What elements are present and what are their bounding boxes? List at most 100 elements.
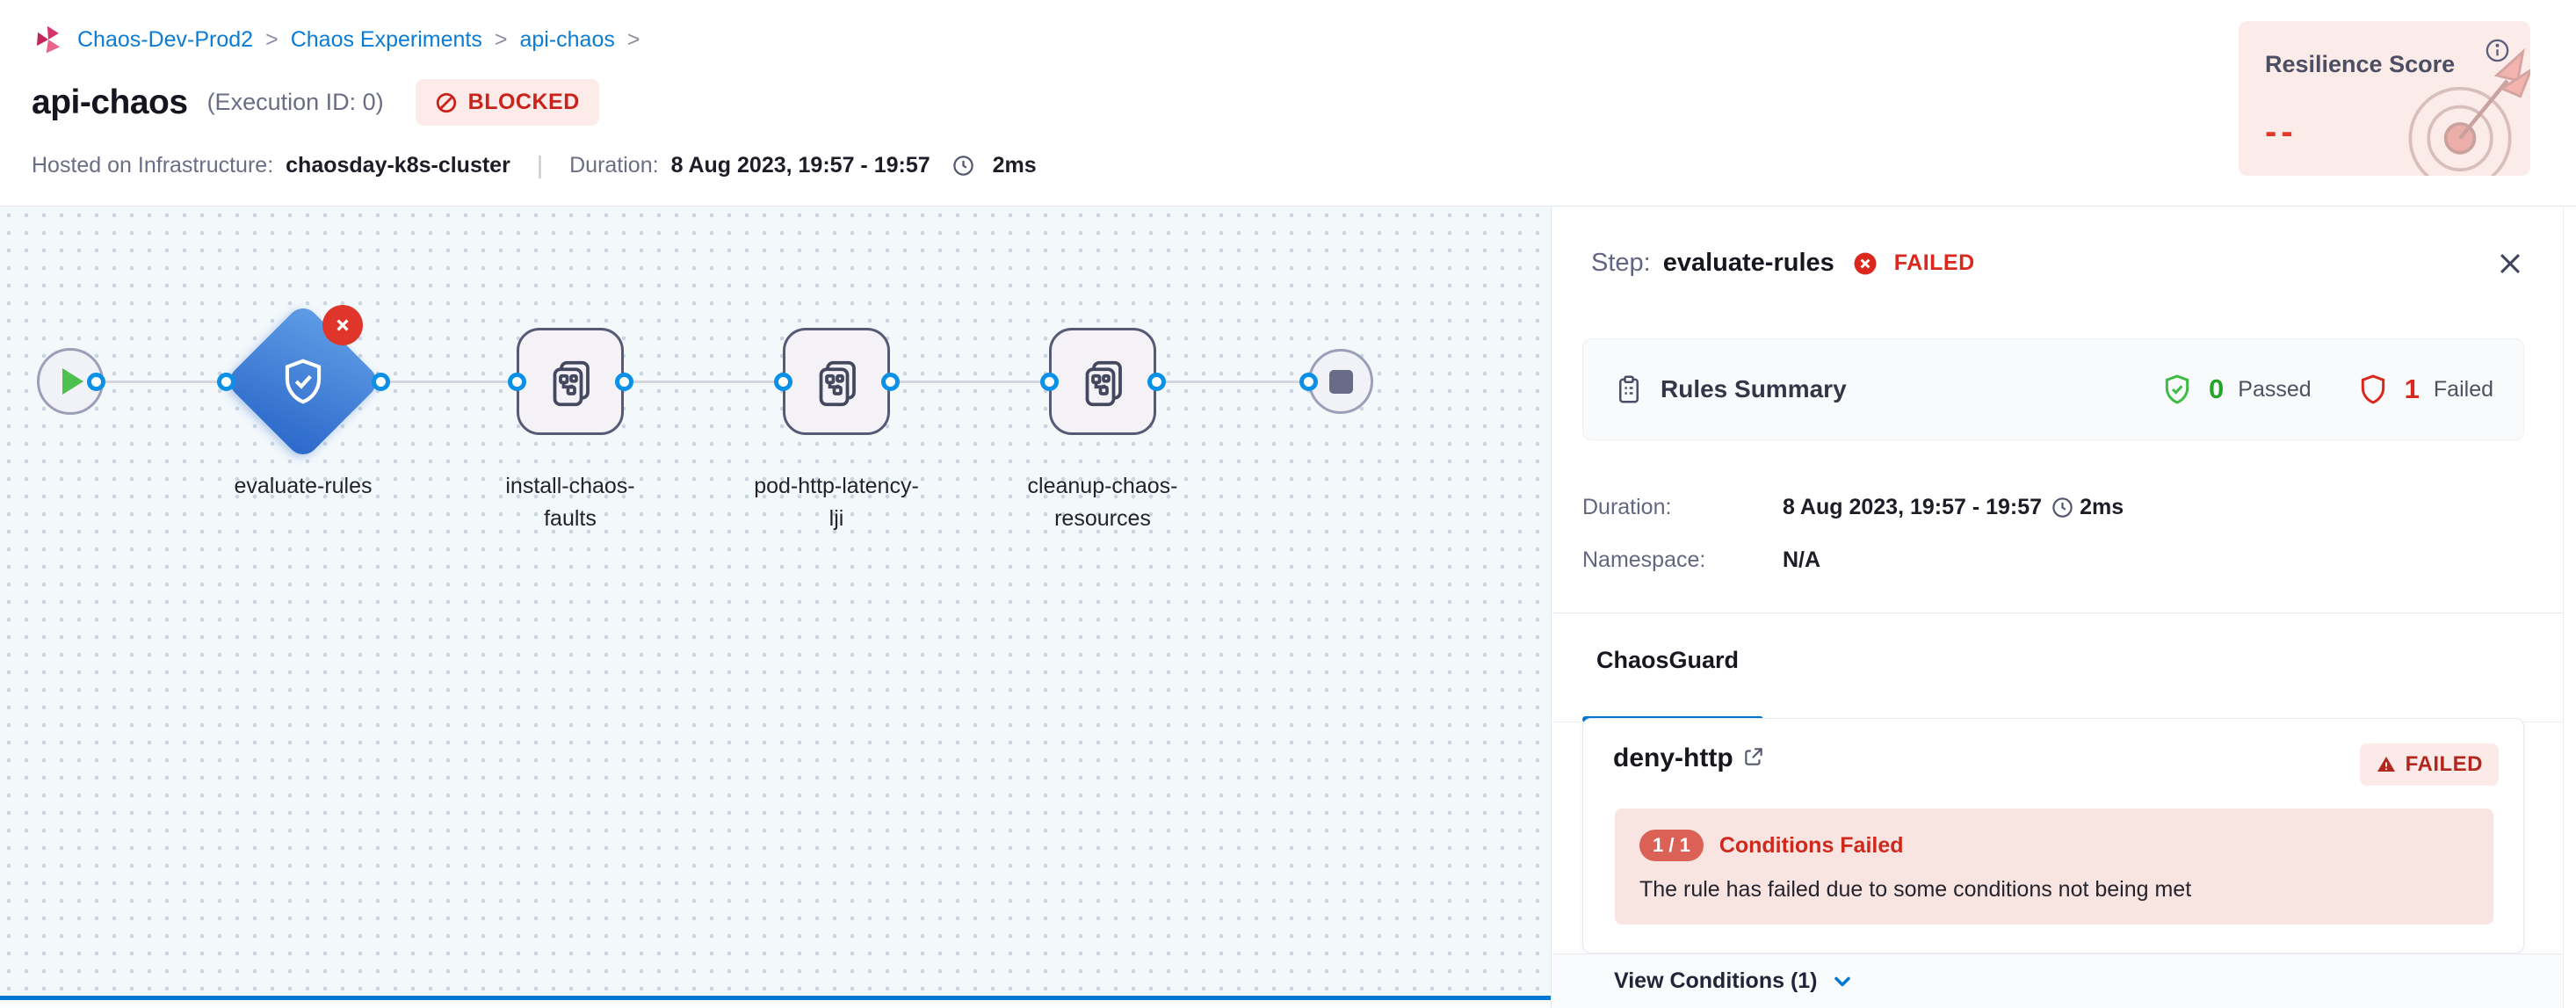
node-label-evaluate-rules: evaluate-rules: [234, 474, 373, 498]
connector-line: [624, 381, 783, 383]
breadcrumb: Chaos-Dev-Prod2 > Chaos Experiments > ap…: [32, 23, 640, 56]
title-row: api-chaos (Execution ID: 0) BLOCKED: [32, 79, 599, 126]
no-entry-icon: [435, 91, 458, 114]
chevron-down-icon: [1830, 969, 1855, 994]
panel-footer: View Conditions (1): [1552, 954, 2576, 1008]
rule-status-text: FAILED: [2405, 752, 2483, 776]
connector-line: [96, 381, 226, 383]
node-label-install-chaos-faults: install-chaos- faults: [505, 474, 635, 531]
duration-value: 8 Aug 2023, 19:57 - 19:57: [670, 152, 930, 178]
node-port: [217, 373, 235, 391]
view-conditions-label: View Conditions (1): [1614, 968, 1818, 993]
node-port: [508, 373, 526, 391]
step-status-text: FAILED: [1893, 250, 1975, 275]
step-name: evaluate-rules: [1662, 249, 1834, 277]
view-conditions-toggle[interactable]: View Conditions (1): [1614, 968, 1855, 994]
node-port: [774, 373, 792, 391]
conditions-alert-title-row: 1 / 1 Conditions Failed: [1639, 830, 2469, 861]
step-label: Step:: [1591, 249, 1651, 277]
steps-icon: [544, 355, 597, 408]
panel-scrollbar-track[interactable]: [2563, 207, 2576, 1008]
failed-status-badge-icon: [322, 305, 363, 345]
duration-elapsed: 2ms: [992, 152, 1037, 178]
node-label-pod-http-latency: pod-http-latency- lji: [754, 474, 919, 531]
target-dart-illustration: [2386, 41, 2530, 176]
clipboard-icon: [1613, 373, 1645, 405]
step-duration-label: Duration:: [1582, 495, 1672, 519]
connector-line: [1156, 381, 1308, 383]
breadcrumb-project-link[interactable]: Chaos-Dev-Prod2: [77, 26, 254, 52]
canvas-scrollbar-track: [0, 1000, 1551, 1008]
steps-icon: [810, 355, 863, 408]
pipeline-canvas[interactable]: evaluate-rules install-chaos- faults pod…: [0, 207, 1552, 1008]
resilience-score-title: Resilience Score: [2265, 51, 2456, 77]
duration-label: Duration:: [569, 152, 659, 178]
step-details-header: Step: evaluate-rules FAILED: [1591, 249, 1975, 278]
infra-label: Hosted on Infrastructure:: [32, 152, 274, 178]
step-duration-elapsed: 2ms: [2080, 495, 2124, 519]
rules-summary-counts: 0 Passed 1 Failed: [2160, 372, 2493, 407]
infra-value: chaosday-k8s-cluster: [286, 152, 510, 178]
clock-icon: [952, 154, 975, 178]
header-meta-row: Hosted on Infrastructure: chaosday-k8s-c…: [32, 151, 1037, 179]
step-duration-row: Duration: 8 Aug 2023, 19:57 - 19:57 2ms: [1582, 495, 2124, 520]
warning-triangle-icon: [2376, 754, 2397, 775]
passed-count: 0: [2209, 373, 2225, 404]
node-pod-http-latency[interactable]: [783, 328, 890, 435]
stop-icon: [1328, 369, 1353, 394]
node-cleanup-chaos-resources[interactable]: [1049, 328, 1156, 435]
connector-line: [890, 381, 1049, 383]
node-port: [1040, 373, 1059, 391]
failed-count: 1: [2404, 373, 2420, 404]
breadcrumb-separator: >: [626, 26, 640, 52]
breadcrumb-experiments-link[interactable]: Chaos Experiments: [290, 26, 482, 52]
conditions-ratio-pill: 1 / 1: [1639, 830, 1704, 861]
status-badge-blocked: BLOCKED: [415, 79, 599, 126]
node-evaluate-rules[interactable]: [223, 301, 383, 461]
chaos-pinwheel-icon: [32, 23, 65, 56]
canvas-horizontal-scrollbar[interactable]: [0, 996, 1551, 1000]
play-icon: [62, 368, 83, 395]
info-icon[interactable]: [2484, 37, 2511, 69]
close-icon[interactable]: [2495, 249, 2525, 283]
node-port: [1299, 373, 1318, 391]
conditions-failed-message: The rule has failed due to some conditio…: [1639, 877, 2192, 902]
status-badge-text: BLOCKED: [467, 90, 580, 114]
breadcrumb-separator: >: [265, 26, 279, 52]
rules-summary-title: Rules Summary: [1661, 375, 1847, 402]
rule-card-deny-http: deny-http FAILED: [1582, 718, 2524, 954]
breadcrumb-separator: >: [494, 26, 508, 52]
rule-card-header: deny-http FAILED: [1613, 743, 2499, 786]
execution-id-label: (Execution ID: 0): [206, 89, 384, 115]
meta-divider: |: [536, 151, 544, 178]
guard-diamond-shape: [223, 301, 383, 461]
shield-check-icon: [276, 354, 330, 409]
shield-check-green-icon: [2160, 372, 2195, 407]
node-port: [881, 373, 900, 391]
conditions-failed-alert: 1 / 1 Conditions Failed The rule has fai…: [1615, 809, 2493, 925]
rule-status-badge: FAILED: [2359, 743, 2499, 786]
node-port: [615, 373, 633, 391]
step-details-panel: Step: evaluate-rules FAILED: [1552, 207, 2576, 1008]
rule-name-link[interactable]: deny-http: [1613, 743, 1733, 772]
page-header: Chaos-Dev-Prod2 > Chaos Experiments > ap…: [0, 0, 2576, 207]
pipeline-start-node[interactable]: [37, 348, 104, 415]
node-install-chaos-faults[interactable]: [517, 328, 624, 435]
resilience-score-value: --: [2265, 112, 2297, 151]
node-port: [372, 373, 390, 391]
node-port: [1147, 373, 1166, 391]
resilience-score-card: Resilience Score --: [2239, 21, 2530, 176]
step-namespace-row: Namespace: N/A: [1582, 548, 1820, 573]
pipeline-stop-node[interactable]: [1308, 349, 1373, 414]
tab-chaosguard[interactable]: ChaosGuard: [1596, 647, 1740, 673]
node-port: [87, 373, 105, 391]
node-label-cleanup-chaos-resources: cleanup-chaos- resources: [1027, 474, 1178, 531]
breadcrumb-experiment-link[interactable]: api-chaos: [519, 26, 615, 52]
steps-icon: [1076, 355, 1129, 408]
namespace-label: Namespace:: [1582, 548, 1706, 572]
external-link-icon[interactable]: [1742, 745, 1765, 772]
rules-summary-card: Rules Summary 0 Passed 1 Failed: [1582, 338, 2524, 440]
namespace-value: N/A: [1783, 548, 1821, 572]
failed-label: Failed: [2433, 376, 2493, 402]
